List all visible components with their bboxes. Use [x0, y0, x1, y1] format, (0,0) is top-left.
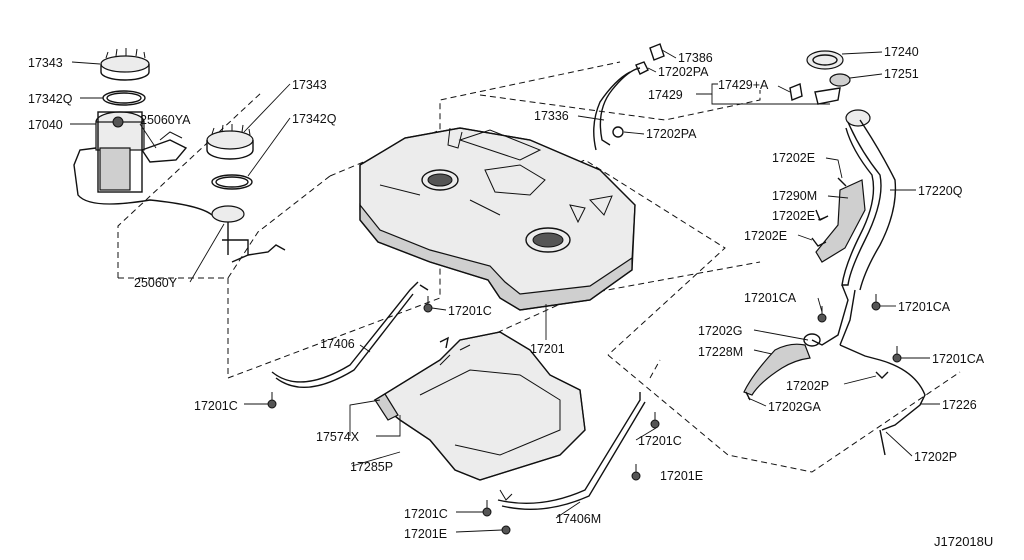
- label-17202ga: 17202GA: [768, 400, 821, 414]
- leader-lines: [70, 49, 940, 533]
- label-17386: 17386: [678, 51, 713, 65]
- label-25060ya: 25060YA: [140, 113, 191, 127]
- label-17202e-top: 17202E: [772, 151, 815, 165]
- label-17201e-bottom: 17201E: [404, 527, 447, 541]
- label-17201c-right: 17201C: [638, 434, 682, 448]
- fuel-tank: [359, 127, 636, 311]
- label-17336: 17336: [534, 109, 569, 123]
- label-17202p-lower: 17202P: [914, 450, 957, 464]
- label-17201c-bottom: 17201C: [404, 507, 448, 521]
- fuel-pump-assembly: [73, 48, 286, 263]
- label-17290m: 17290M: [772, 189, 817, 203]
- label-17202e-lower: 17202E: [744, 229, 787, 243]
- label-17406: 17406: [320, 337, 355, 351]
- tank-protector: [373, 331, 586, 481]
- label-17342q-middle: 17342Q: [292, 112, 337, 126]
- label-17240: 17240: [884, 45, 919, 59]
- fasteners: [267, 177, 902, 535]
- label-17406m: 17406M: [556, 512, 601, 526]
- diagram-code: J172018U: [934, 534, 993, 549]
- label-17343-top: 17343: [28, 56, 63, 70]
- label-17201ca-upper-left: 17201CA: [744, 291, 797, 305]
- label-17202pa-top: 17202PA: [658, 65, 709, 79]
- label-17228m: 17228M: [698, 345, 743, 359]
- label-17040: 17040: [28, 118, 63, 132]
- label-17226: 17226: [942, 398, 977, 412]
- label-17202p-upper: 17202P: [786, 379, 829, 393]
- label-17202e-middle: 17202E: [772, 209, 815, 223]
- label-17285p: 17285P: [350, 460, 393, 474]
- label-17251: 17251: [884, 67, 919, 81]
- label-17429-a: 17429+A: [718, 78, 769, 92]
- label-25060y: 25060Y: [134, 276, 178, 290]
- part-labels: 17343 17342Q 17040 25060YA 17343 17342Q …: [28, 45, 993, 549]
- label-17201c-left: 17201C: [194, 399, 238, 413]
- label-17202g: 17202G: [698, 324, 742, 338]
- tank-bands: [271, 281, 646, 510]
- hoses: [593, 43, 821, 401]
- label-17201ca-lower: 17201CA: [932, 352, 985, 366]
- label-17342q-top: 17342Q: [28, 92, 73, 106]
- filler-tube: [806, 50, 926, 456]
- label-17201ca-upper-right: 17201CA: [898, 300, 951, 314]
- label-17343-middle: 17343: [292, 78, 327, 92]
- label-17574x: 17574X: [316, 430, 360, 444]
- label-17201e-right: 17201E: [660, 469, 703, 483]
- label-17220q: 17220Q: [918, 184, 963, 198]
- label-17201c-upper: 17201C: [448, 304, 492, 318]
- label-17201: 17201: [530, 342, 565, 356]
- label-17429: 17429: [648, 88, 683, 102]
- label-17202pa-lower: 17202PA: [646, 127, 697, 141]
